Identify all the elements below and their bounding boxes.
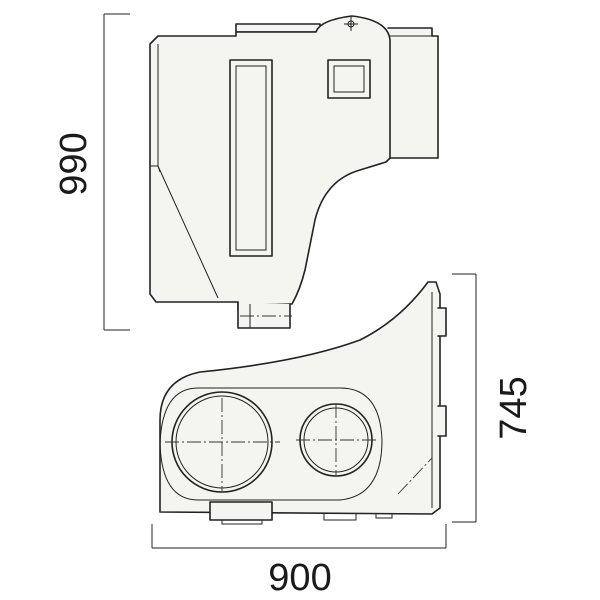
top-view-body-outline	[159, 281, 441, 515]
side-view-body-outline	[149, 15, 391, 311]
dimension-height: 990	[53, 13, 130, 331]
side-view-window-outer	[229, 59, 273, 257]
side-view-plate-inner	[333, 65, 365, 93]
side-view-slope-line	[150, 165, 161, 173]
dimension-depth-label: 745	[493, 376, 535, 439]
top-view-outlet-lip	[221, 520, 263, 525]
side-view-outlet	[237, 301, 291, 329]
side-view	[149, 15, 439, 329]
top-view-outlet-tab	[209, 501, 273, 521]
top-view-right-flange-bottom	[437, 405, 447, 437]
top-view-corner-mark	[397, 457, 433, 495]
dimension-width-label: 900	[268, 557, 331, 599]
top-view-tray	[159, 387, 383, 501]
side-view-top-rim	[235, 23, 321, 33]
dimension-width: 900	[151, 524, 447, 599]
top-view-bottom-tab-1	[323, 514, 357, 521]
side-view-window-inner	[235, 65, 267, 251]
top-view-right-flange-top	[437, 307, 447, 337]
dimension-depth: 745	[452, 273, 535, 523]
top-view	[159, 281, 447, 525]
dimension-height-label: 990	[53, 132, 95, 195]
side-view-rear-block	[387, 27, 439, 159]
top-view-bottom-tab-2	[375, 514, 393, 519]
side-view-plate-outer	[327, 59, 371, 99]
